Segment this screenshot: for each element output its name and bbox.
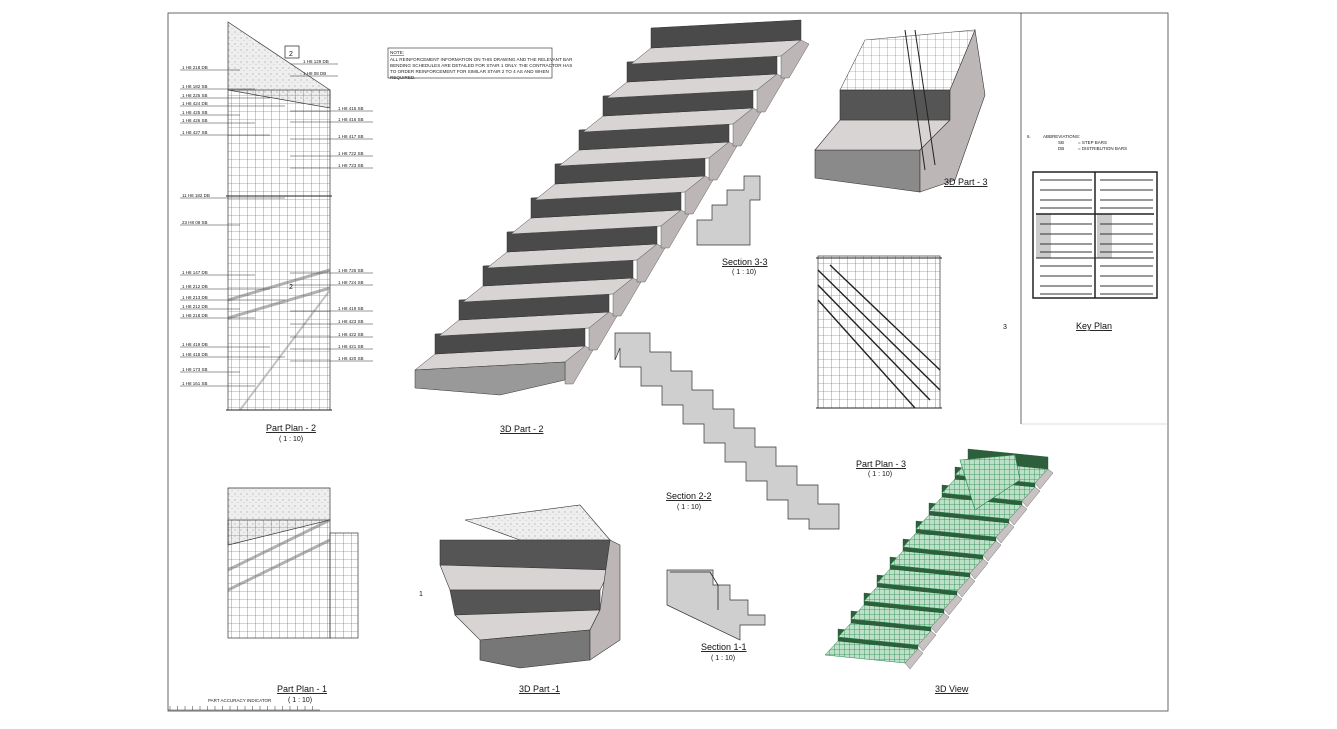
section-3-3: Section 3-3 ( 1 : 10) <box>696 175 768 276</box>
bar-label: 1 H8 173 SB <box>182 367 208 372</box>
svg-text:SB: SB <box>1058 140 1064 145</box>
view-scale: ( 1 : 10) <box>868 471 892 478</box>
bar-label: 1 H8 218 DB <box>182 65 208 70</box>
bar-label: 1 H8 427 SB <box>182 130 208 135</box>
bar-label: 1 H8 08 DB <box>303 71 326 76</box>
bar-label: 1 H8 725 SB <box>338 268 364 273</box>
bar-label: 1 H8 212 DB <box>182 304 208 309</box>
stair-step <box>510 189 690 249</box>
part-plan-1: 1 Part Plan - 1 ( 1 : 10) <box>227 487 423 704</box>
view-scale: ( 1 : 10) <box>677 504 701 511</box>
bar-label: 1 H8 147 DB <box>182 270 208 275</box>
part-plan-2: 2 2 1 H8 218 DB 1 H8 182 SB 1 H8 225 SB 1 H… <box>180 21 373 443</box>
bar-label: 1 H8 416 SB <box>338 117 364 122</box>
bar-label: 1 H8 415 SB <box>338 106 364 111</box>
svg-text:REQUIRED.: REQUIRED. <box>390 75 416 80</box>
svg-text:DB: DB <box>1058 146 1064 151</box>
svg-text:6.: 6. <box>1027 134 1031 139</box>
bar-label: 1 H8 723 SB <box>338 163 364 168</box>
view-title: 3D Part -1 <box>519 684 560 694</box>
svg-text:TO ORDER REINFORCEMENT FOR SIM: TO ORDER REINFORCEMENT FOR SIMILAR STAIR… <box>390 69 549 74</box>
view-title: 3D Part - 3 <box>944 177 988 187</box>
bar-label: 11 H8 182 DB <box>182 193 210 198</box>
view-title: Section 2-2 <box>666 491 712 501</box>
section-marker-label: 2 <box>289 51 293 58</box>
view-title: 3D View <box>935 684 969 694</box>
view-title: 3D Part - 2 <box>500 424 544 434</box>
bar-label: 1 H8 218 DB <box>182 313 208 318</box>
bar-label: 1 H8 225 SB <box>182 93 208 98</box>
bar-label: 1 H8 419 DB <box>182 342 208 347</box>
bar-label: 1 H8 423 SB <box>338 319 364 324</box>
3d-part-1: 3D Part -1 <box>439 504 621 694</box>
sheet-border <box>167 12 1169 712</box>
section-marker-2 <box>284 45 300 59</box>
abbreviations: 6. ABBREVIATIONS: SB = STEP BARS DB = DI… <box>1027 134 1127 151</box>
view-scale: ( 1 : 10) <box>711 655 735 662</box>
bar-label: 1 H8 182 SB <box>182 84 208 89</box>
bar-label: 1 H8 213 DB <box>182 295 208 300</box>
svg-text:NOTE:: NOTE: <box>390 50 404 55</box>
bar-label: 1 H8 161 SB <box>182 381 208 386</box>
view-scale: ( 1 : 10) <box>279 436 303 443</box>
3d-part-2: 3D Part - 2 <box>414 19 810 434</box>
bar-label: 1 H8 426 SB <box>182 118 208 123</box>
bar-label: 23 H8 08 SB <box>182 220 208 225</box>
svg-text:PART ACCURACY INDICATOR: PART ACCURACY INDICATOR <box>208 698 272 703</box>
key-plan: Key Plan <box>1032 171 1158 331</box>
bar-label: 1 H8 421 SB <box>338 344 364 349</box>
section-2-2: Section 2-2 ( 1 : 10) <box>614 332 840 530</box>
bar-label: 1 H8 722 SB <box>338 151 364 156</box>
bar-label: 1 H8 417 SB <box>338 134 364 139</box>
general-note: NOTE: ALL REINFORCEMENT INFORMATION ON T… <box>387 47 573 80</box>
svg-text:BENDING SCHEDULES ARE DETAILED: BENDING SCHEDULES ARE DETAILED FOR STAIR… <box>390 63 572 68</box>
view-title: Section 3-3 <box>722 257 768 267</box>
bar-label: 1 H8 424 DB <box>182 101 208 106</box>
bar-label: 1 H8 418 DB <box>182 352 208 357</box>
svg-text:ALL REINFORCEMENT INFORMATION: ALL REINFORCEMENT INFORMATION ON THIS DR… <box>390 57 573 62</box>
stair-step <box>630 19 810 79</box>
bar-label: 1 H8 129 DB <box>303 59 329 64</box>
svg-text:= DISTRIBUTION BARS: = DISTRIBUTION BARS <box>1078 146 1127 151</box>
svg-text:ABBREVIATIONS:: ABBREVIATIONS: <box>1043 134 1080 139</box>
view-title: Part Plan - 2 <box>266 423 316 433</box>
section-marker-label: 3 <box>1003 324 1007 331</box>
bar-label: 1 H8 212 DB <box>182 284 208 289</box>
section-marker-label: 2 <box>289 284 293 291</box>
bar-label: 1 H8 724 SB <box>338 280 364 285</box>
section-1-1: Section 1-1 ( 1 : 10) <box>666 569 766 662</box>
view-scale: ( 1 : 10) <box>732 269 756 276</box>
part-plan-3: 3 Part Plan - 3 ( 1 : 10) <box>816 255 1007 478</box>
view-title: Part Plan - 3 <box>856 459 906 469</box>
bar-label: 1 H8 419 SB <box>338 306 364 311</box>
3d-view: 3D View <box>824 448 1054 694</box>
bar-label: 1 H8 420 SB <box>338 356 364 361</box>
svg-text:= STEP BARS: = STEP BARS <box>1078 140 1107 145</box>
bar-label: 1 H8 425 SB <box>182 110 208 115</box>
scale-bar: PART ACCURACY INDICATOR <box>168 698 320 711</box>
section-marker-label: 1 <box>419 591 423 598</box>
rebar-grid <box>227 89 331 411</box>
view-title: Key Plan <box>1076 321 1112 331</box>
3d-part-3: 3D Part - 3 <box>814 28 988 193</box>
view-scale: ( 1 : 10) <box>288 697 312 704</box>
view-title: Part Plan - 1 <box>277 684 327 694</box>
view-title: Section 1-1 <box>701 642 747 652</box>
bar-label: 1 H8 422 SB <box>338 332 364 337</box>
